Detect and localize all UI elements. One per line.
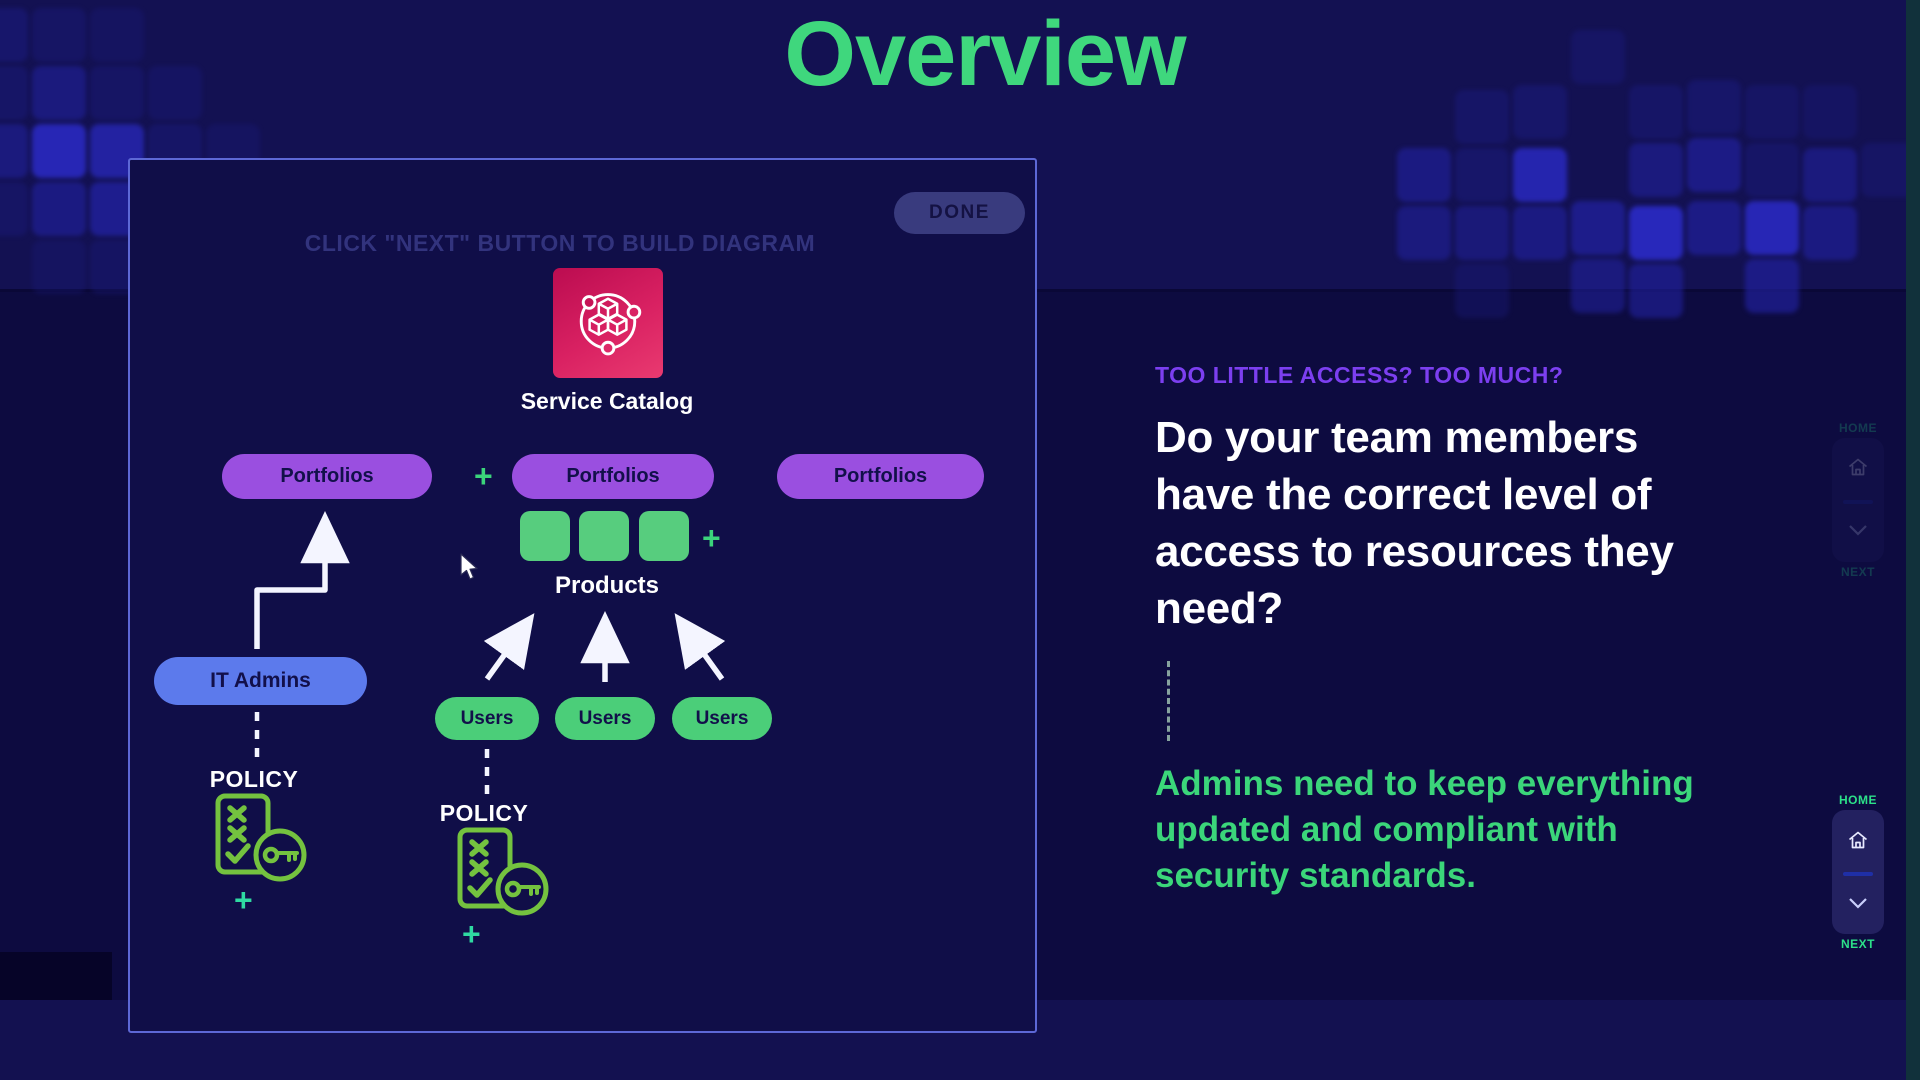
- portfolio-pill: Portfolios: [777, 454, 984, 499]
- nav-divider: [1843, 872, 1873, 876]
- users-pill: Users: [435, 697, 539, 740]
- admins-note: Admins need to keep everything updated a…: [1155, 764, 1694, 895]
- ghost-nav: HOME NEXT: [1830, 418, 1886, 582]
- portfolio-pill: Portfolios: [512, 454, 714, 499]
- next-label: NEXT: [1840, 937, 1875, 951]
- portfolio-pill: Portfolios: [222, 454, 432, 499]
- question-heading: Do your team members have the correct le…: [1155, 413, 1674, 633]
- done-button[interactable]: DONE: [894, 192, 1025, 234]
- aside-text-block: TOO LITTLE ACCESS? TOO MUCH? Do your tea…: [1155, 362, 1785, 899]
- mouse-cursor-icon: [459, 553, 483, 586]
- house-icon: [1845, 828, 1871, 855]
- policy-label: POLICY: [439, 800, 529, 826]
- home-label: HOME: [1839, 421, 1877, 435]
- chevron-down-icon: [1845, 521, 1871, 546]
- home-label: HOME: [1839, 793, 1877, 807]
- policy-document-key-icon: [450, 826, 550, 923]
- house-icon: [1845, 455, 1871, 484]
- product-square: [579, 511, 629, 561]
- plus-icon: +: [234, 882, 253, 918]
- it-admins-pill: IT Admins: [154, 657, 367, 705]
- kicker-label: TOO LITTLE ACCESS? TOO MUCH?: [1155, 362, 1564, 388]
- diagram-panel: CLICK "NEXT" BUTTON TO BUILD DIAGRAM DON…: [128, 158, 1037, 1033]
- next-button[interactable]: [1845, 894, 1871, 917]
- side-nav: HOME NEXT: [1830, 790, 1886, 954]
- page-title: Overview: [784, 3, 1186, 105]
- policy-label: POLICY: [209, 766, 299, 792]
- product-square: [639, 511, 689, 561]
- background-mosaic: [0, 0, 1920, 318]
- chevron-down-icon: [1845, 894, 1871, 917]
- product-square: [520, 511, 570, 561]
- plus-icon: +: [702, 520, 721, 556]
- products-label: Products: [554, 572, 659, 599]
- home-button[interactable]: [1845, 828, 1871, 855]
- plus-icon: +: [474, 458, 493, 494]
- service-catalog-label: Service Catalog: [520, 388, 694, 414]
- next-label: NEXT: [1840, 565, 1875, 579]
- policy-document-key-icon: [208, 792, 308, 889]
- dashed-divider: [1167, 661, 1170, 741]
- right-edge-strip: [1906, 0, 1920, 1080]
- bottom-left-dark-patch: [0, 952, 112, 1000]
- nav-divider: [1843, 500, 1873, 504]
- users-pill: Users: [555, 697, 655, 740]
- users-pill: Users: [672, 697, 772, 740]
- plus-icon: +: [462, 916, 481, 952]
- build-diagram-instruction: CLICK "NEXT" BUTTON TO BUILD DIAGRAM: [304, 230, 816, 256]
- service-catalog-icon: [553, 268, 663, 378]
